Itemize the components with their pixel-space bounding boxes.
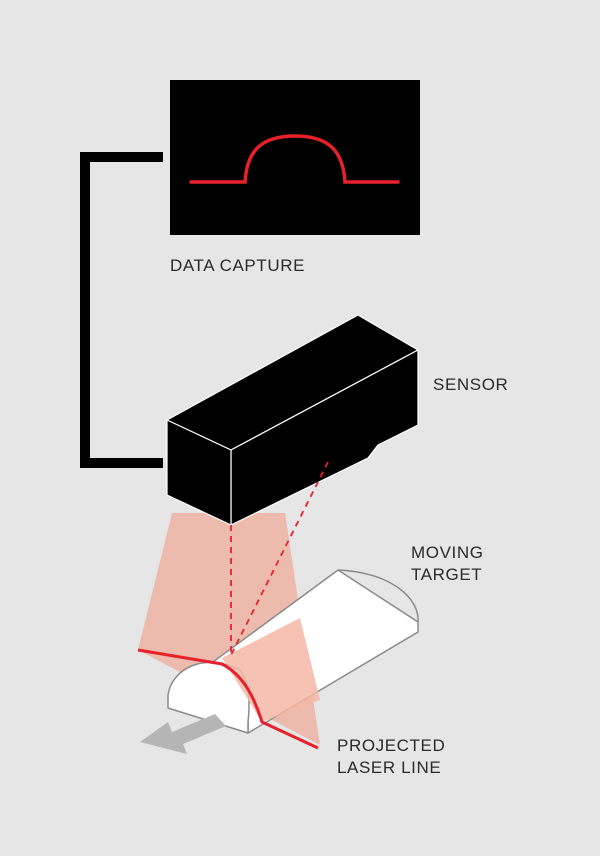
sensor-body: [166, 314, 419, 526]
connection-cable: [80, 152, 163, 468]
movement-direction-arrow: [140, 714, 226, 754]
moving-target-label: MOVING TARGET: [411, 542, 484, 586]
moving-target-label-line-1: MOVING: [411, 543, 484, 562]
data-capture-label: DATA CAPTURE: [170, 256, 306, 275]
projected-laser-line: [137, 648, 319, 750]
data-capture-screen: [170, 80, 420, 235]
captured-profile-curve: [189, 134, 400, 184]
projected-laser-line-label-line-2: LASER LINE: [337, 758, 442, 777]
projected-laser-line-label-line-1: PROJECTED: [337, 736, 446, 755]
receiver-dashed-line: [230, 461, 329, 656]
moving-target-label-line-2: TARGET: [411, 565, 483, 584]
sensor-label: SENSOR: [433, 375, 509, 394]
laser-on-target: [222, 618, 320, 722]
projected-laser-line-label: PROJECTED LASER LINE: [337, 735, 445, 779]
target-curved-top: [337, 569, 419, 623]
